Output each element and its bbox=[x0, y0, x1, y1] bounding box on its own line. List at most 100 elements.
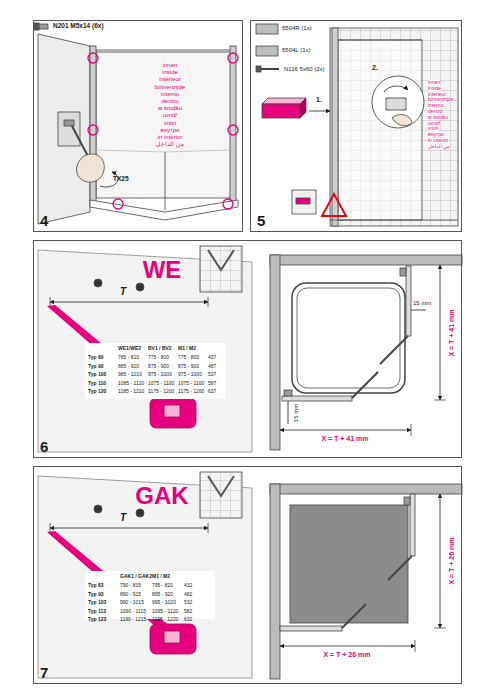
inside-note: intérieur bbox=[428, 92, 446, 97]
table-cell: 437 bbox=[208, 355, 216, 360]
step-number: 5 bbox=[257, 213, 265, 228]
dimension-label: T bbox=[120, 287, 126, 297]
step-4-illustration bbox=[34, 23, 238, 224]
part-number: 5504R (1x) bbox=[282, 25, 312, 31]
table-cell: 775 - 800 bbox=[148, 355, 169, 360]
inside-note: من الداخل bbox=[156, 141, 184, 147]
table-cell: Typ 113 bbox=[88, 609, 106, 614]
table-cell: 995 - 1020 bbox=[152, 600, 176, 605]
table-cell: 785 - 810 bbox=[118, 355, 139, 360]
table-cell: 890 - 915 bbox=[120, 592, 141, 597]
dimension-label: X = T + 41 mm bbox=[321, 435, 368, 442]
table-cell: 1090 - 1115 bbox=[120, 609, 146, 614]
table-cell: 482 bbox=[184, 592, 192, 597]
table-cell: 587 bbox=[208, 381, 216, 386]
dimension-label: T bbox=[120, 513, 126, 523]
table-cell: 1195 - 1220 bbox=[152, 617, 178, 622]
table-header: BV1 / BV2 bbox=[148, 346, 172, 351]
inside-note: vnitri bbox=[164, 120, 177, 126]
model-name: WE bbox=[143, 258, 182, 282]
table-cell: 537 bbox=[208, 372, 216, 377]
part-number: N201 M5x14 (6x) bbox=[53, 23, 104, 30]
table-cell: Typ 93 bbox=[88, 592, 103, 597]
table-cell: 985 - 1010 bbox=[118, 372, 142, 377]
table-cell: 582 bbox=[184, 609, 192, 614]
step-6-illustration bbox=[38, 246, 462, 452]
inside-note: dentro bbox=[428, 109, 442, 114]
inside-note: in interior bbox=[428, 138, 449, 143]
table-header: M1 / M2 bbox=[178, 346, 196, 351]
table-cell: Typ 100 bbox=[88, 372, 106, 377]
step-number: 4 bbox=[40, 213, 48, 228]
table-cell: 790 - 815 bbox=[120, 583, 141, 588]
table-cell: Typ 103 bbox=[88, 600, 106, 605]
table-cell: 975 - 1000 bbox=[178, 372, 202, 377]
step-panel: 4 bbox=[33, 20, 243, 232]
inside-note: من الداخل bbox=[428, 144, 450, 149]
inside-note: interno bbox=[161, 91, 179, 97]
table-cell: 895 - 920 bbox=[152, 592, 173, 597]
inside-note: w środku bbox=[428, 115, 448, 120]
table-cell: Typ 80 bbox=[88, 355, 103, 360]
inside-note: binnenzijde bbox=[155, 84, 185, 90]
dimension-label: 15 mm bbox=[293, 404, 299, 422]
inside-note: inside bbox=[162, 69, 178, 75]
step-7-illustration bbox=[38, 472, 462, 679]
step-number: 6 bbox=[40, 439, 48, 454]
table-cell: 487 bbox=[208, 364, 216, 369]
table-cell: 775 - 800 bbox=[178, 355, 199, 360]
dimension-label: X = T + 41 mm bbox=[448, 309, 455, 356]
inside-note: intérieur bbox=[159, 76, 181, 82]
table-header: M1 / M2 bbox=[152, 574, 170, 579]
inside-note: inside bbox=[428, 86, 441, 91]
table-header: GAK1 / GAK2 bbox=[120, 574, 152, 579]
inside-note: uvnitř bbox=[428, 121, 440, 126]
dimension-label: 15 mm bbox=[413, 300, 431, 306]
dimension-label: X = T + 26 mm bbox=[448, 537, 455, 584]
table-cell: 975 - 1000 bbox=[148, 372, 172, 377]
table-cell: 1175 - 1200 bbox=[178, 389, 204, 394]
step-panel: 7 bbox=[33, 466, 462, 684]
table-cell: 990 - 1015 bbox=[120, 600, 144, 605]
inside-note: innen bbox=[428, 80, 440, 85]
step-number: 1. bbox=[316, 96, 322, 103]
inside-note: innen bbox=[163, 62, 178, 68]
step-5-illustration bbox=[256, 24, 458, 226]
table-cell: 637 bbox=[208, 389, 216, 394]
inside-note: in interior bbox=[158, 134, 183, 140]
table-cell: Typ 123 bbox=[88, 617, 106, 622]
inside-note: uvnitř bbox=[163, 112, 178, 118]
table-cell: 1175 - 1200 bbox=[148, 389, 174, 394]
table-cell: Typ 110 bbox=[88, 381, 106, 386]
table-cell: 432 bbox=[184, 583, 192, 588]
tool-label: TX25 bbox=[113, 176, 129, 183]
table-cell: Typ 120 bbox=[88, 389, 106, 394]
table-cell: 875 - 900 bbox=[148, 364, 169, 369]
table-cell: 532 bbox=[184, 600, 192, 605]
table-cell: 1075 - 1100 bbox=[178, 381, 204, 386]
step-number: 7 bbox=[40, 665, 48, 680]
inside-note: interno bbox=[428, 103, 443, 108]
inside-note: внутри bbox=[161, 127, 180, 133]
table-cell: Typ 83 bbox=[88, 583, 103, 588]
inside-note: vnitri bbox=[428, 126, 439, 131]
table-cell: 795 - 820 bbox=[152, 583, 173, 588]
dimension-label: X = T + 26 mm bbox=[323, 651, 370, 658]
model-name: GAK bbox=[135, 484, 188, 508]
part-number: 5504L (1x) bbox=[282, 47, 310, 53]
table-cell: 875 - 900 bbox=[178, 364, 199, 369]
step-number: 2. bbox=[372, 64, 378, 71]
table-cell: 885 - 910 bbox=[118, 364, 139, 369]
table-cell: 1085 - 1110 bbox=[118, 381, 144, 386]
table-cell: 1075 - 1100 bbox=[148, 381, 174, 386]
table-header: WE1/WE2 bbox=[118, 346, 141, 351]
table-cell: Typ 90 bbox=[88, 364, 103, 369]
inside-note: dentro bbox=[161, 98, 178, 104]
step-panel: 6 bbox=[33, 240, 462, 458]
inside-note: внутри bbox=[428, 132, 444, 137]
table-cell: 1185 - 1210 bbox=[118, 389, 144, 394]
table-cell: 1095 - 1120 bbox=[152, 609, 178, 614]
inside-note: w środku bbox=[158, 105, 182, 111]
inside-note: binnenzijde bbox=[428, 97, 453, 102]
